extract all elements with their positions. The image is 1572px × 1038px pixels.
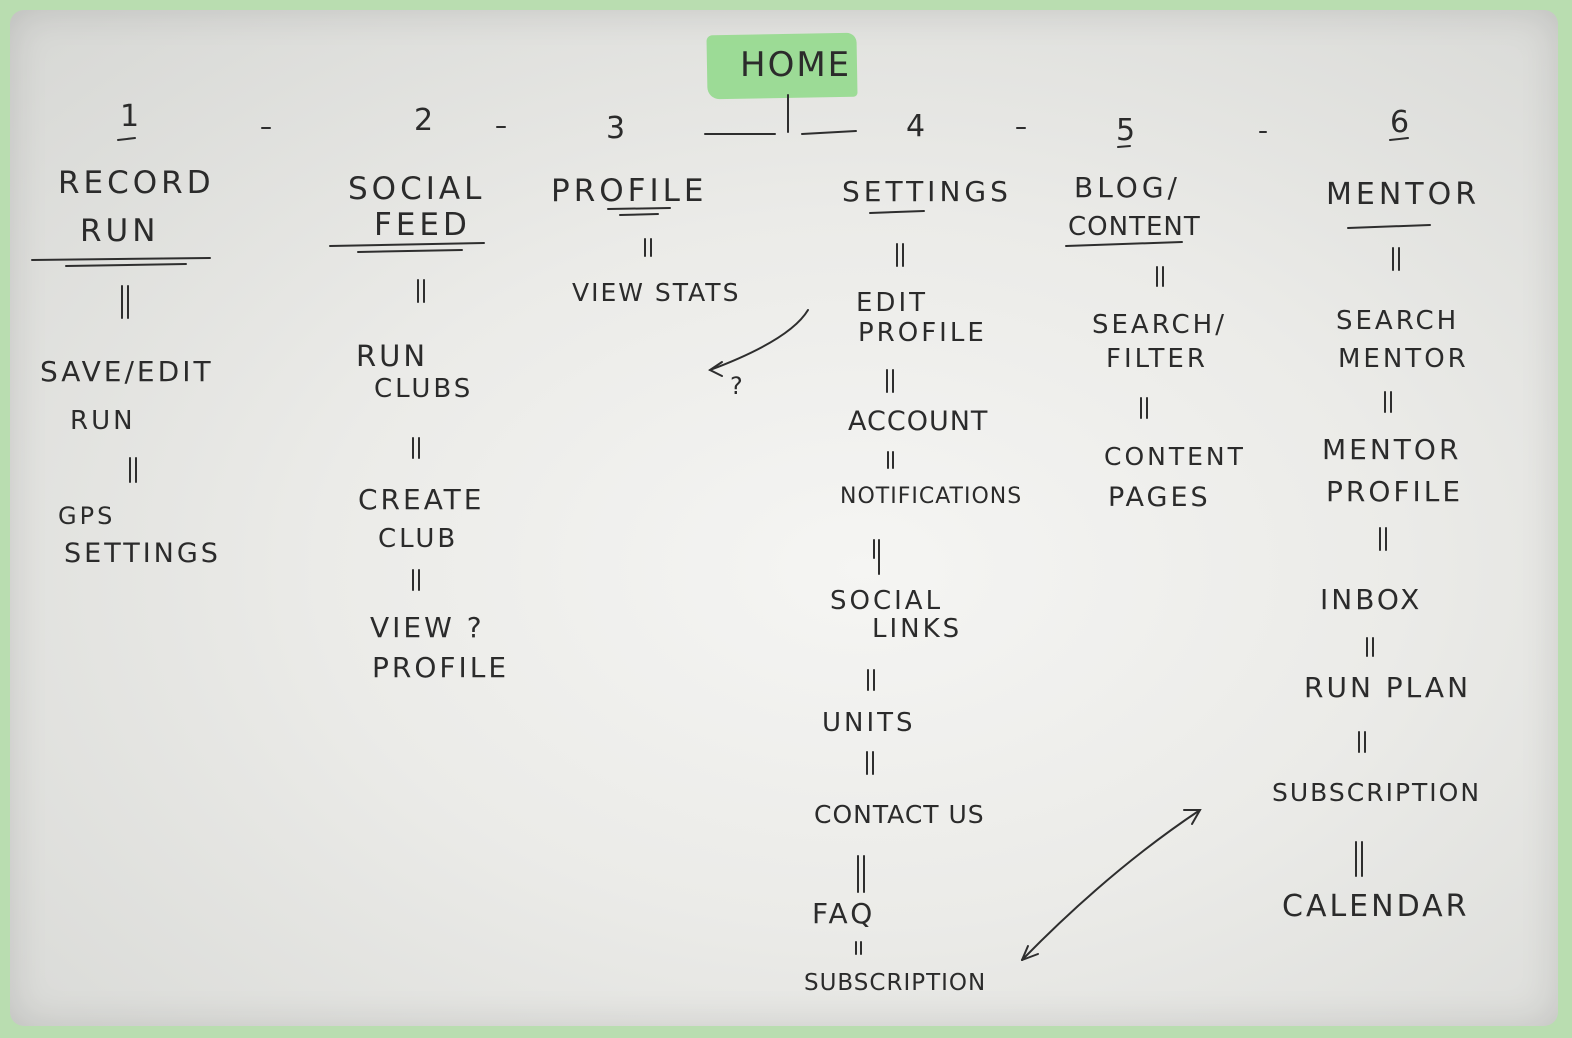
list-item: SOCIAL: [830, 586, 944, 616]
list-item: SEARCH/: [1092, 310, 1227, 340]
column-title: RECORD: [58, 165, 215, 201]
column-title: SETTINGS: [842, 175, 1012, 208]
list-item: MENTOR: [1338, 344, 1469, 374]
column-title: FEED: [374, 207, 471, 243]
list-item: SUBSCRIPTION: [1272, 778, 1482, 807]
column-number: 1: [120, 99, 140, 134]
list-item: FAQ: [812, 897, 876, 930]
list-item: FILTER: [1106, 344, 1208, 374]
list-item: CLUBS: [374, 374, 474, 404]
list-item: RUN: [70, 406, 136, 436]
list-item: CONTACT US: [814, 800, 985, 829]
connector-lines: [31, 94, 1431, 961]
column-number: 2: [414, 103, 434, 138]
list-item: LINKS: [872, 614, 963, 644]
column-number: 6: [1390, 105, 1410, 140]
list-item: UNITS: [822, 708, 916, 738]
list-item: ACCOUNT: [848, 406, 989, 437]
list-item: RUN PLAN: [1304, 671, 1472, 704]
list-item: SETTINGS: [64, 538, 221, 569]
list-item: CONTENT: [1104, 442, 1246, 471]
list-item: VIEW ?: [370, 611, 485, 644]
list-item: RUN: [356, 339, 429, 373]
column-title: CONTENT: [1068, 212, 1201, 242]
column-number: 4: [906, 109, 926, 144]
list-item: CREATE: [358, 483, 485, 516]
list-item: PROFILE: [372, 651, 510, 684]
list-item: CLUB: [378, 524, 459, 554]
list-item: MENTOR: [1322, 433, 1462, 466]
column-title: SOCIAL: [348, 171, 486, 207]
list-item: SUBSCRIPTION: [804, 970, 987, 996]
list-item: EDIT: [856, 288, 928, 318]
list-item: NOTIFICATIONS: [840, 484, 1023, 509]
annotation-question: ?: [730, 372, 746, 400]
list-item: PROFILE: [1326, 475, 1464, 508]
home-label: HOME: [740, 45, 852, 85]
list-item: PAGES: [1108, 482, 1211, 513]
column-number: 3: [606, 111, 626, 146]
list-item: SAVE/EDIT: [40, 355, 214, 388]
whiteboard-photo: HOME 1 2 3 4 5 6 RECORD RUN SOCIAL FEED …: [10, 10, 1558, 1026]
list-item: CALENDAR: [1282, 889, 1470, 924]
column-title: RUN: [80, 213, 160, 249]
list-item: SEARCH: [1336, 306, 1460, 336]
list-item: INBOX: [1320, 583, 1423, 616]
column-title: PROFILE: [551, 173, 708, 209]
column-title: MENTOR: [1326, 177, 1481, 212]
column-number: 5: [1116, 113, 1136, 148]
list-item: PROFILE: [858, 318, 987, 348]
list-item: GPS: [58, 502, 116, 530]
list-item: VIEW STATS: [572, 278, 741, 307]
column-title: BLOG/: [1074, 171, 1181, 204]
